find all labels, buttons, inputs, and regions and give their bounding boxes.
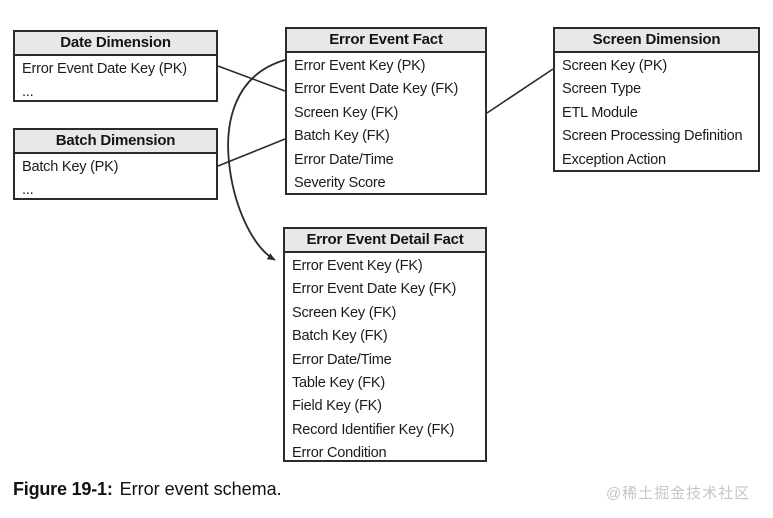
entity-title: Screen Dimension	[555, 29, 758, 53]
entity-row: ...	[22, 182, 34, 199]
entity-title: Batch Dimension	[15, 130, 216, 154]
entity-rows: Batch Key (PK) ...	[15, 154, 216, 203]
connector-batch-to-fact	[217, 138, 286, 167]
entity-row: Error Condition	[292, 445, 387, 462]
entity-error-event-detail-fact: Error Event Detail Fact Error Event Key …	[283, 227, 487, 462]
entity-row: Screen Type	[562, 81, 641, 98]
entity-row: Batch Key (FK)	[294, 128, 390, 145]
entity-row: Error Event Key (PK)	[294, 58, 426, 74]
connector-fact-to-screen	[486, 68, 554, 114]
figure-caption: Figure 19-1: Error event schema.	[13, 479, 282, 500]
entity-row: Exception Action	[562, 151, 666, 168]
entity-screen-dimension: Screen Dimension Screen Key (PK) Screen …	[553, 27, 760, 172]
entity-row: Screen Key (PK)	[562, 58, 667, 74]
figure-caption-text: Error event schema.	[119, 479, 282, 499]
watermark-text: @稀土掘金技术社区	[606, 485, 751, 502]
entity-row: Field Key (FK)	[292, 398, 382, 415]
entity-row: ETL Module	[562, 104, 638, 121]
entity-row: ...	[22, 84, 34, 101]
entity-rows: Screen Key (PK) Screen Type ETL Module S…	[555, 53, 758, 172]
entity-row: Batch Key (FK)	[292, 328, 388, 345]
entity-row: Error Event Date Key (FK)	[294, 81, 459, 98]
entity-row: Error Event Date Key (PK)	[22, 61, 187, 77]
entity-batch-dimension: Batch Dimension Batch Key (PK) ...	[13, 128, 218, 200]
connector-date-to-fact	[217, 65, 286, 92]
entity-title: Date Dimension	[15, 32, 216, 56]
entity-rows: Error Event Key (FK) Error Event Date Ke…	[285, 253, 485, 466]
entity-row: Error Date/Time	[294, 151, 394, 168]
entity-row: Table Key (FK)	[292, 375, 386, 392]
entity-row: Batch Key (PK)	[22, 159, 119, 175]
entity-row: Severity Score	[294, 175, 386, 192]
entity-rows: Error Event Date Key (PK) ...	[15, 56, 216, 105]
entity-row: Record Identifier Key (FK)	[292, 421, 455, 438]
entity-row: Screen Processing Definition	[562, 128, 743, 145]
entity-title: Error Event Fact	[287, 29, 485, 53]
connector-fact-to-detail-arrow	[227, 59, 286, 261]
entity-row: Error Event Date Key (FK)	[292, 281, 457, 298]
entity-row: Screen Key (FK)	[292, 304, 397, 321]
figure-caption-label: Figure 19-1:	[13, 479, 113, 499]
entity-rows: Error Event Key (PK) Error Event Date Ke…	[287, 53, 485, 195]
entity-date-dimension: Date Dimension Error Event Date Key (PK)…	[13, 30, 218, 102]
entity-row: Error Event Key (FK)	[292, 258, 423, 274]
entity-error-event-fact: Error Event Fact Error Event Key (PK) Er…	[285, 27, 487, 195]
entity-title: Error Event Detail Fact	[285, 229, 485, 253]
entity-row: Screen Key (FK)	[294, 104, 399, 121]
entity-row: Error Date/Time	[292, 351, 392, 368]
